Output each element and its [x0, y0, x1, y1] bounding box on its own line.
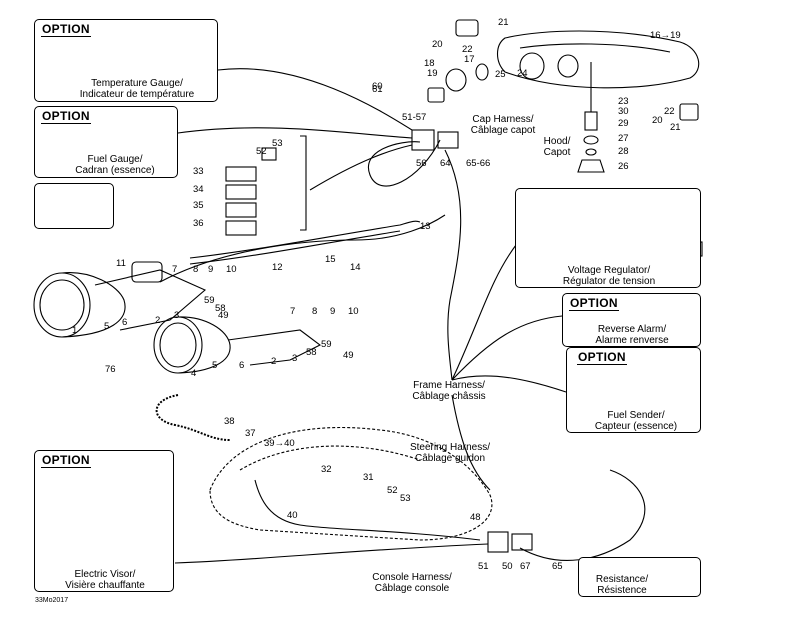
callout-headlight-6: 25: [495, 69, 506, 80]
callout-headlight-18: 28: [618, 146, 629, 157]
callout-cable-1: 12: [272, 262, 283, 273]
callout-gauge_upper-0: 11: [116, 258, 126, 269]
callout-gauge_lower-3: 10: [348, 306, 359, 317]
callout-console-6: 53: [400, 493, 411, 504]
callout-gauge_upper-8: 1: [72, 325, 77, 336]
callout-headlight-10: 61: [372, 84, 383, 95]
callout-console-2: 39→40: [264, 438, 295, 449]
frame-harness-caption: Frame Harness/ Câblage châssis: [412, 380, 486, 402]
callout-headlight-15: 20: [652, 115, 663, 126]
option-heading: OPTION: [41, 453, 91, 468]
callout-console-5: 52: [387, 485, 398, 496]
electric-visor-option-box: OPTION Electric Visor/ Visière chauffant…: [34, 450, 174, 592]
callout-console-7: 40: [287, 510, 298, 521]
callout-bulb_group-5: 36: [193, 218, 204, 229]
steering-harness-caption: Steering Harness/ Câblage guidon: [409, 442, 491, 464]
callout-gauge_lower-9: 6: [239, 360, 244, 371]
callout-gauge_lower-6: 49: [343, 350, 354, 361]
callout-gauge_lower-5: 58: [306, 347, 317, 358]
callout-console_connector-2: 67: [520, 561, 531, 572]
callout-gauge_lower-8: 5: [212, 360, 217, 371]
callout-headlight-2: 22: [462, 44, 473, 55]
callout-gauge_upper-7: 49: [218, 310, 229, 321]
callout-cable-0: 13: [420, 221, 431, 232]
callout-bulb_group-3: 34: [193, 184, 204, 195]
voltage-regulator-box: Voltage Regulator/ Régulator de tension: [515, 188, 701, 288]
callout-headlight-19: 26: [618, 161, 629, 172]
callout-headlight-17: 27: [618, 133, 629, 144]
voltage-regulator-caption: Voltage Regulator/ Régulator de tension: [562, 265, 656, 287]
clamp-parts-box: [34, 183, 114, 229]
callout-gauge_upper-5: 59: [204, 295, 215, 306]
fuel-gauge-caption: Fuel Gauge/ Cadran (essence): [75, 154, 155, 176]
callout-console-8: 48: [470, 512, 481, 523]
callout-console-1: 37: [245, 428, 256, 439]
figure-code: 33Mo2017: [35, 597, 69, 604]
callout-cap_connector-2: 64: [440, 158, 451, 169]
callout-gauge_upper-2: 8: [193, 264, 198, 275]
temperature-gauge-option-box: OPTION Temperature Gauge/ Indicateur de …: [34, 19, 218, 102]
callout-gauge_lower-2: 9: [330, 306, 335, 317]
fuel-gauge-option-box: OPTION Fuel Gauge/ Cadran (essence): [34, 106, 178, 178]
callout-console_connector-1: 50: [502, 561, 513, 572]
callout-console-0: 38: [224, 416, 235, 427]
callout-cable-2: 15: [325, 254, 336, 265]
cap-harness-caption: Cap Harness/ Câblage capot: [470, 114, 536, 136]
fuel-sender-caption: Fuel Sender/ Capteur (essence): [594, 410, 678, 432]
callout-console_connector-3: 65: [552, 561, 563, 572]
callout-headlight-13: 29: [618, 118, 629, 129]
callout-gauge_upper-3: 9: [208, 264, 213, 275]
callout-gauge_upper-13: 76: [105, 364, 116, 375]
callout-gauge_upper-9: 5: [104, 321, 109, 332]
callout-headlight-14: 22: [664, 106, 675, 117]
hood-caption: Hood/ Capot: [543, 136, 571, 158]
resistance-caption: Resistance/ Résistence: [595, 574, 649, 596]
fuel-sender-option-box: OPTION Fuel Sender/ Capteur (essence): [566, 347, 701, 433]
callout-gauge_lower-4: 59: [321, 339, 332, 350]
callout-bulb_group-4: 35: [193, 200, 204, 211]
callout-headlight-0: 21: [498, 17, 509, 28]
reverse-alarm-option-box: OPTION Reverse Alarm/ Alarme renverse: [562, 293, 701, 347]
callout-cable-3: 14: [350, 262, 361, 273]
callout-gauge_upper-6: 58: [215, 303, 226, 314]
callout-headlight-1: 20: [432, 39, 443, 50]
option-heading: OPTION: [41, 22, 91, 37]
callout-gauge_lower-1: 8: [312, 306, 317, 317]
reverse-alarm-caption: Reverse Alarm/ Alarme renverse: [595, 324, 669, 346]
callout-headlight-8: 19: [427, 68, 438, 79]
option-heading: OPTION: [41, 109, 91, 124]
console-harness-caption: Console Harness/ Câblage console: [372, 572, 452, 594]
callout-bulb_group-0: 53: [272, 138, 283, 149]
electric-visor-caption: Electric Visor/ Visière chauffante: [65, 569, 145, 591]
callout-gauge_lower-10: 2: [271, 356, 276, 367]
resistance-box: Resistance/ Résistence: [578, 557, 701, 597]
callout-headlight-4: 18: [424, 58, 435, 69]
callout-gauge_upper-4: 10: [226, 264, 237, 275]
callout-console_connector-0: 51: [478, 561, 489, 572]
callout-headlight-3: 16→19: [650, 30, 681, 41]
callout-gauge_upper-1: 7: [172, 264, 177, 275]
callout-console-3: 32: [321, 464, 332, 475]
callout-console-4: 31: [363, 472, 374, 483]
callout-gauge_upper-11: 3: [174, 310, 179, 321]
callout-cap_connector-3: 65-66: [466, 158, 490, 169]
callout-headlight-11: 23: [618, 96, 629, 107]
callout-gauge_lower-7: 4: [191, 368, 196, 379]
callout-gauge_upper-10: 6: [122, 317, 127, 328]
temperature-gauge-caption: Temperature Gauge/ Indicateur de tempéra…: [79, 78, 195, 100]
callout-gauge_lower-0: 7: [290, 306, 295, 317]
callout-bulb_group-2: 33: [193, 166, 204, 177]
callout-headlight-16: 21: [670, 122, 681, 133]
callout-gauge_upper-12: 2: [155, 315, 160, 326]
callout-cap_connector-1: 56: [416, 158, 427, 169]
option-heading: OPTION: [569, 296, 619, 311]
callout-gauge_lower-11: 3: [292, 353, 297, 364]
callout-cap_connector-0: 51-57: [402, 112, 426, 123]
option-heading: OPTION: [577, 350, 627, 365]
callout-headlight-12: 30: [618, 106, 629, 117]
callout-headlight-5: 17: [464, 54, 475, 65]
callout-headlight-7: 24: [517, 68, 528, 79]
callout-bulb_group-1: 52: [256, 146, 267, 157]
callout-headlight-9: 60: [372, 81, 383, 92]
